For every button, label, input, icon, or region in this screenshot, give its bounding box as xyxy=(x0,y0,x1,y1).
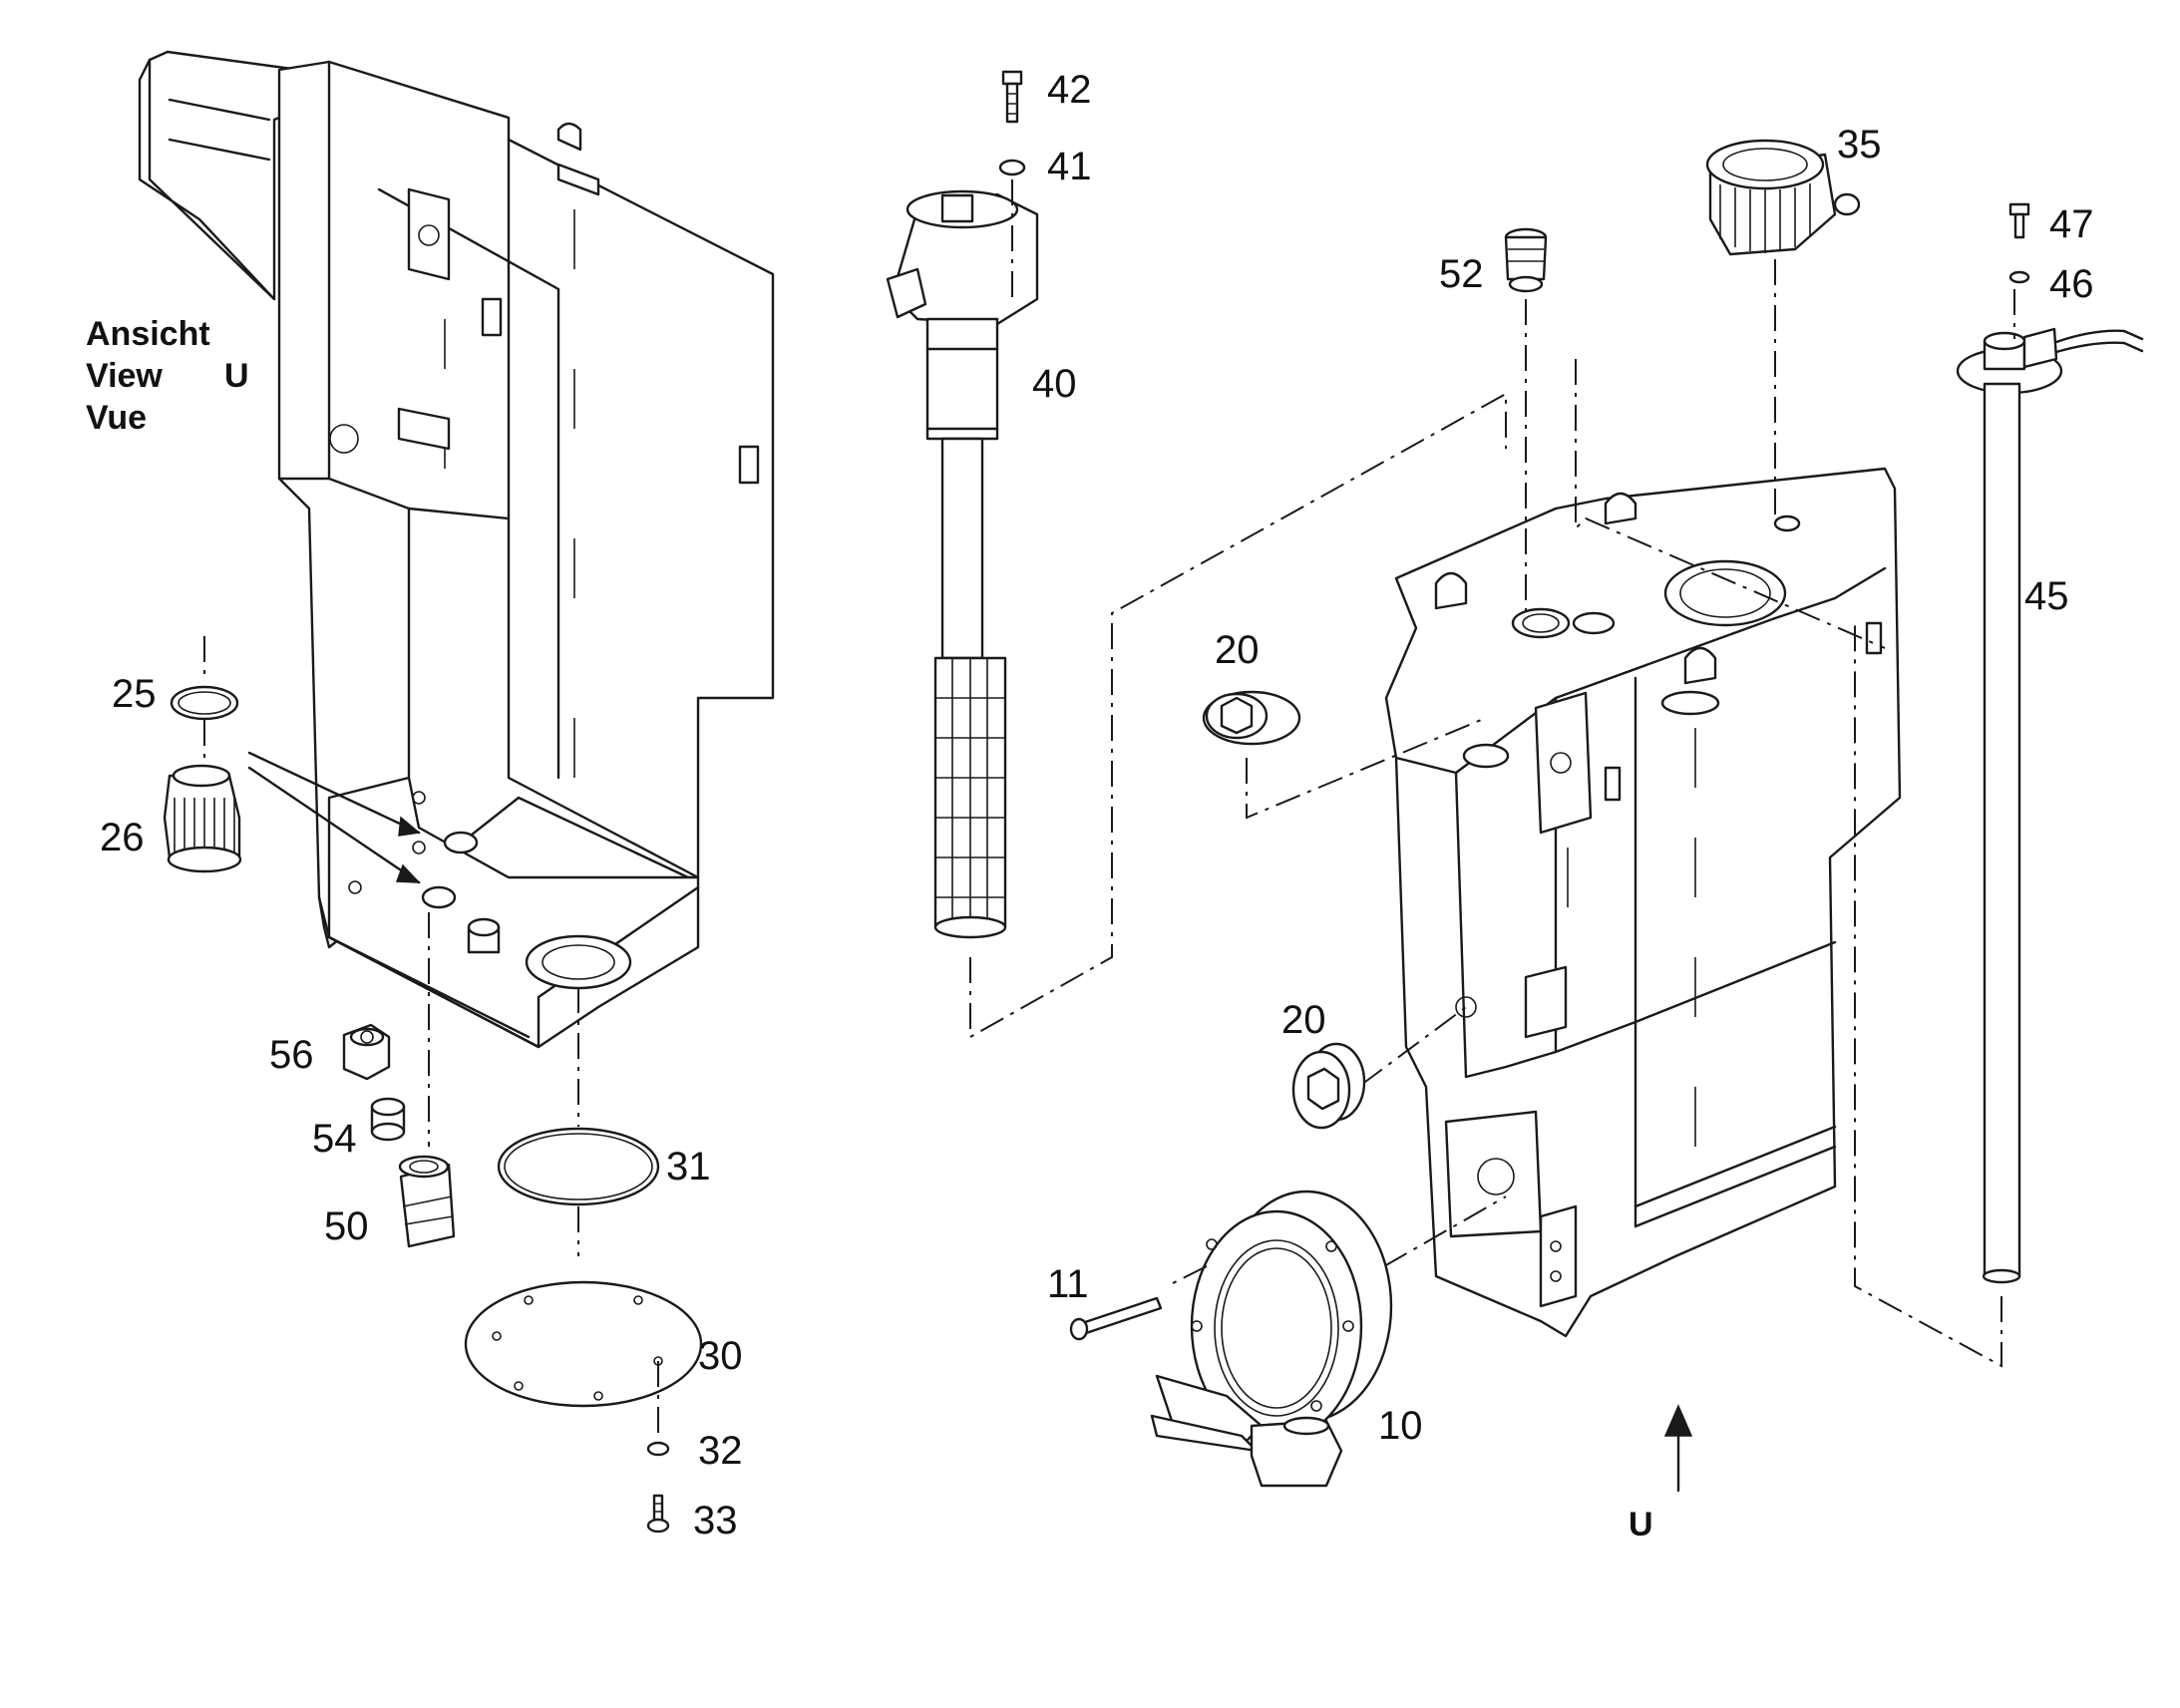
part-number-41: 41 xyxy=(1047,145,1092,188)
part-number-25: 25 xyxy=(112,672,157,716)
part-number-10: 10 xyxy=(1378,1404,1423,1448)
part-20-upper-plug-shape xyxy=(1202,690,1301,746)
part-42-bolt-shape xyxy=(1001,70,1023,124)
view-direction-arrow xyxy=(1663,1404,1693,1493)
part-35-cap-shape xyxy=(1705,139,1861,256)
part-number-26: 26 xyxy=(100,816,145,859)
tank-main-view xyxy=(1384,467,1902,1338)
part-number-20-lower: 20 xyxy=(1281,998,1326,1042)
part-30-cover-plate-shape xyxy=(464,1280,703,1408)
part-56-nut-shape xyxy=(342,1023,391,1081)
part-33-screw-shape xyxy=(646,1494,670,1534)
part-40-filter-shape xyxy=(886,189,1039,939)
view-label-line1: Ansicht xyxy=(86,315,210,353)
part-number-40: 40 xyxy=(1032,362,1077,406)
view-label-line3: Vue xyxy=(86,399,148,437)
part-number-31: 31 xyxy=(666,1145,711,1189)
part-46-washer-shape xyxy=(2008,270,2030,284)
part-number-56: 56 xyxy=(269,1033,314,1077)
tank-bottom-view xyxy=(138,50,775,1049)
part-52-fitting-shape xyxy=(1504,227,1548,293)
part-number-35: 35 xyxy=(1837,123,1882,167)
part-number-54: 54 xyxy=(312,1117,357,1161)
part-number-30: 30 xyxy=(698,1334,743,1378)
part-41-washer-shape xyxy=(998,159,1026,176)
part-20-lower-plug-shape xyxy=(1291,1042,1366,1130)
part-47-screw-shape xyxy=(2008,202,2030,239)
part-number-47: 47 xyxy=(2049,202,2094,246)
part-number-45: 45 xyxy=(2024,574,2069,618)
part-number-32: 32 xyxy=(698,1429,743,1473)
arrow-label: U xyxy=(1629,1506,1653,1543)
view-label-line2: View xyxy=(86,357,163,395)
part-26-shape xyxy=(163,764,242,873)
part-number-11: 11 xyxy=(1047,1262,1089,1306)
part-number-33: 33 xyxy=(693,1499,738,1542)
part-number-42: 42 xyxy=(1047,68,1092,112)
part-11-screw-shape xyxy=(1069,1296,1163,1341)
part-50-fitting-shape xyxy=(398,1155,456,1248)
part-45-level-sensor-shape xyxy=(1956,327,2144,1284)
view-label-letter: U xyxy=(224,357,249,395)
part-number-50: 50 xyxy=(324,1204,369,1248)
part-number-52: 52 xyxy=(1439,252,1484,296)
part-32-washer-shape xyxy=(646,1441,670,1457)
part-54-plug-shape xyxy=(370,1097,406,1142)
part-number-46: 46 xyxy=(2049,262,2094,306)
part-number-20-upper: 20 xyxy=(1215,628,1260,672)
part-10-flange-shape xyxy=(1150,1190,1393,1488)
